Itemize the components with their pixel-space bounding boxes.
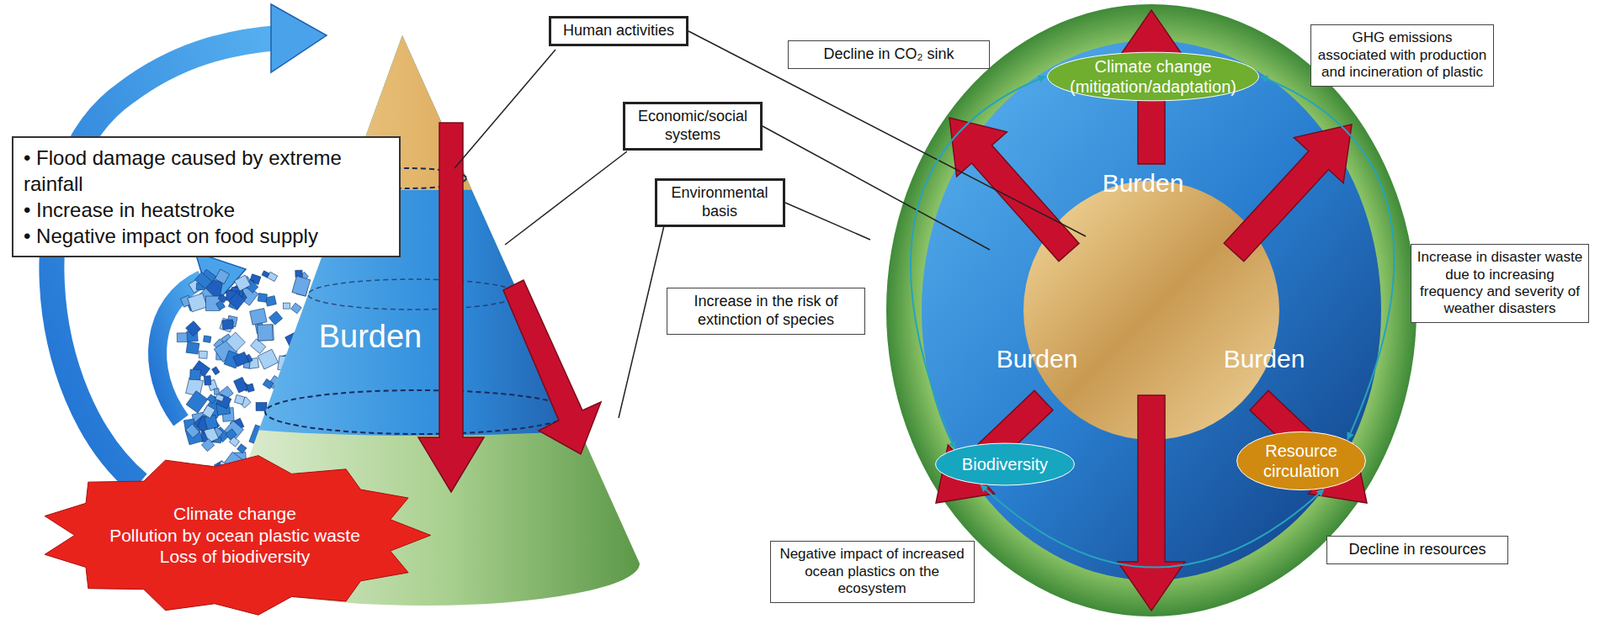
fragment <box>262 378 274 389</box>
fragment <box>203 376 211 386</box>
fragment <box>176 333 187 343</box>
note-box: Decline in resources <box>1326 536 1509 565</box>
fragment <box>283 302 291 309</box>
node-text: Decline in CO₂ sink <box>793 45 984 64</box>
node-text: Increase in the risk of extinction of sp… <box>672 292 860 330</box>
fragment <box>190 369 202 380</box>
fragment <box>186 424 200 439</box>
fragment <box>246 383 256 393</box>
problem-burst: Climate changePollution by ocean plastic… <box>37 454 433 617</box>
impact-list-box: • Flood damage caused by extreme rainfal… <box>11 136 401 259</box>
node-text: Environmental basis <box>662 184 778 221</box>
fragment <box>186 341 200 355</box>
node-text: Economic/social systems <box>630 107 755 144</box>
relation-arc <box>980 484 1324 568</box>
fragment <box>222 319 234 330</box>
fragment <box>257 349 278 370</box>
fragment <box>261 271 270 278</box>
topic-oval: Biodiversity <box>934 442 1076 487</box>
node-text: Climate change <box>87 503 383 526</box>
fragment <box>257 324 274 341</box>
burden-label: Burden <box>1102 169 1185 198</box>
burden-label: Burden <box>1223 345 1306 374</box>
fragment <box>202 405 216 419</box>
fragment <box>216 300 226 310</box>
fragment <box>195 272 213 290</box>
fragment <box>249 308 267 326</box>
note-box: GHG emissions associated with production… <box>1310 24 1494 86</box>
fragment <box>213 388 219 396</box>
topic-oval: Resource circulation <box>1235 430 1367 492</box>
node-text: Loss of biodiversity <box>87 546 383 569</box>
node-text: Increase in disaster waste due to increa… <box>1416 249 1584 319</box>
fragment <box>215 394 224 403</box>
node-text: Human activities <box>556 21 681 41</box>
fragment <box>207 394 217 404</box>
node-text: • Flood damage caused by extreme rainfal… <box>23 144 389 197</box>
fragment <box>233 377 248 394</box>
node-text: Climate change (mitigation/adaptation) <box>1060 56 1246 97</box>
note-box: Increase in the risk of extinction of sp… <box>666 287 866 335</box>
fragment <box>226 332 246 352</box>
fragment <box>212 366 220 376</box>
burden-label: Burden <box>318 318 423 356</box>
fragment <box>228 292 246 310</box>
node-text: Negative impact of increased ocean plast… <box>776 546 969 598</box>
fragment <box>257 293 267 303</box>
fragment <box>224 420 245 440</box>
burden-label: Burden <box>996 345 1079 374</box>
node-text: Pollution by ocean plastic waste <box>87 525 383 548</box>
fragment <box>255 403 267 412</box>
fragment <box>186 321 202 337</box>
fragment <box>234 394 245 405</box>
fragment <box>201 439 214 452</box>
relation-arc <box>910 76 1046 450</box>
fragment <box>202 335 211 343</box>
note-box: Decline in CO₂ sink <box>787 40 990 70</box>
node-text: • Increase in heatstroke <box>23 196 389 224</box>
node-text: GHG emissions associated with production… <box>1316 29 1489 81</box>
note-box: Negative impact of increased ocean plast… <box>770 541 975 603</box>
fragment <box>291 302 303 314</box>
fragment <box>198 350 208 359</box>
fragment <box>187 293 208 313</box>
fragment <box>268 311 282 325</box>
fragment <box>204 414 218 430</box>
burden-arrow <box>1117 395 1186 612</box>
layer-label-box: Human activities <box>548 15 689 47</box>
fragment <box>219 318 234 333</box>
fragment <box>237 444 247 454</box>
fragment <box>292 276 311 297</box>
fragment <box>257 324 273 341</box>
fragment <box>233 275 250 292</box>
burden-arrow <box>949 117 1080 262</box>
topic-oval: Climate change (mitigation/adaptation) <box>1045 51 1261 102</box>
note-box: Increase in disaster waste due to increa… <box>1410 244 1590 324</box>
node-text: Biodiversity <box>949 454 1061 475</box>
burden-arrow <box>1223 124 1352 262</box>
oval-shape <box>1235 430 1367 492</box>
node-text: • Negative impact on food supply <box>23 223 389 250</box>
fragment <box>214 269 229 285</box>
node-text: Resource circulation <box>1250 441 1352 482</box>
fragment <box>186 391 208 414</box>
layer-label-box: Environmental basis <box>654 178 786 227</box>
node-text: Decline in resources <box>1332 541 1503 560</box>
fragment <box>233 351 250 367</box>
fragment <box>225 429 237 441</box>
relation-arc <box>1260 76 1394 441</box>
layer-label-box: Economic/social systems <box>622 101 763 150</box>
fragment <box>203 426 218 443</box>
